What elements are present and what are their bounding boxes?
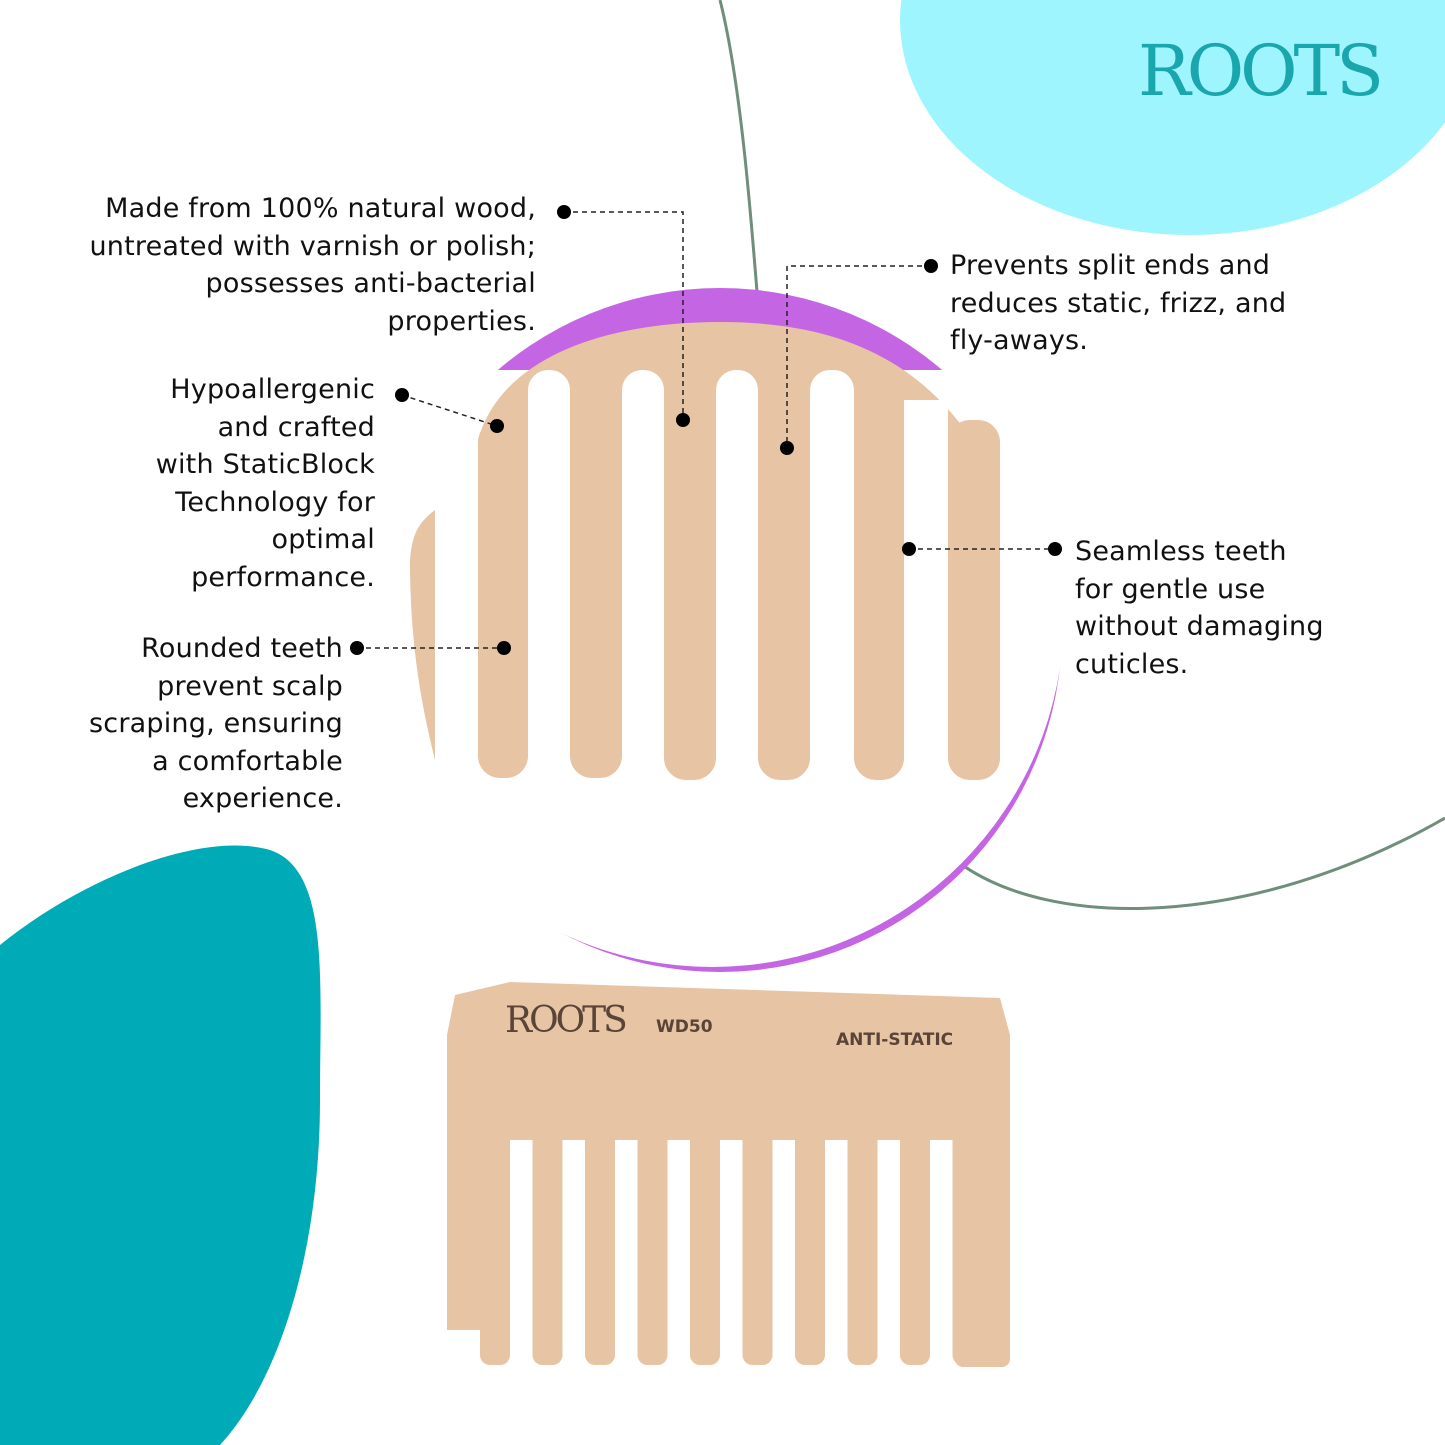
decorative-line — [718, 0, 762, 331]
comb-tooth — [480, 1130, 510, 1365]
callout-rounded-teeth: Rounded teeth prevent scalp scraping, en… — [89, 633, 343, 815]
comb-tooth — [532, 1130, 563, 1365]
comb-anti-static-label: ANTI-STATIC — [836, 1030, 954, 1050]
comb-tooth — [637, 1130, 668, 1365]
cyan-blob — [900, 0, 1445, 235]
comb-edge — [447, 1130, 487, 1330]
comb-tooth — [847, 1130, 878, 1365]
comb-model-number: WD50 — [656, 1017, 713, 1037]
leader-lines — [357, 211, 1055, 649]
callout-seamless-teeth: Seamless teeth for gentle use without da… — [1075, 536, 1324, 680]
comb-tooth — [585, 1130, 615, 1365]
comb-tooth — [742, 1130, 773, 1365]
brand-logo: ROOTS — [1138, 30, 1384, 112]
zoomed-comb — [410, 322, 1000, 780]
teal-blob — [0, 845, 321, 1445]
comb-tooth — [900, 1130, 930, 1365]
product-comb — [447, 982, 1010, 1367]
callout-natural-wood: Made from 100% natural wood, untreated w… — [89, 193, 536, 337]
callout-split-ends: Prevents split ends and reduces static, … — [950, 250, 1287, 357]
comb-tooth — [690, 1130, 720, 1365]
comb-engraving-brand: ROOTS — [505, 1000, 628, 1041]
leader-dots — [350, 205, 1062, 655]
callout-hypoallergenic: Hypoallergenic and crafted with StaticBl… — [155, 374, 375, 593]
decorative-line — [957, 816, 1445, 910]
comb-tooth — [795, 1130, 825, 1365]
comb-edge — [955, 1130, 1010, 1367]
